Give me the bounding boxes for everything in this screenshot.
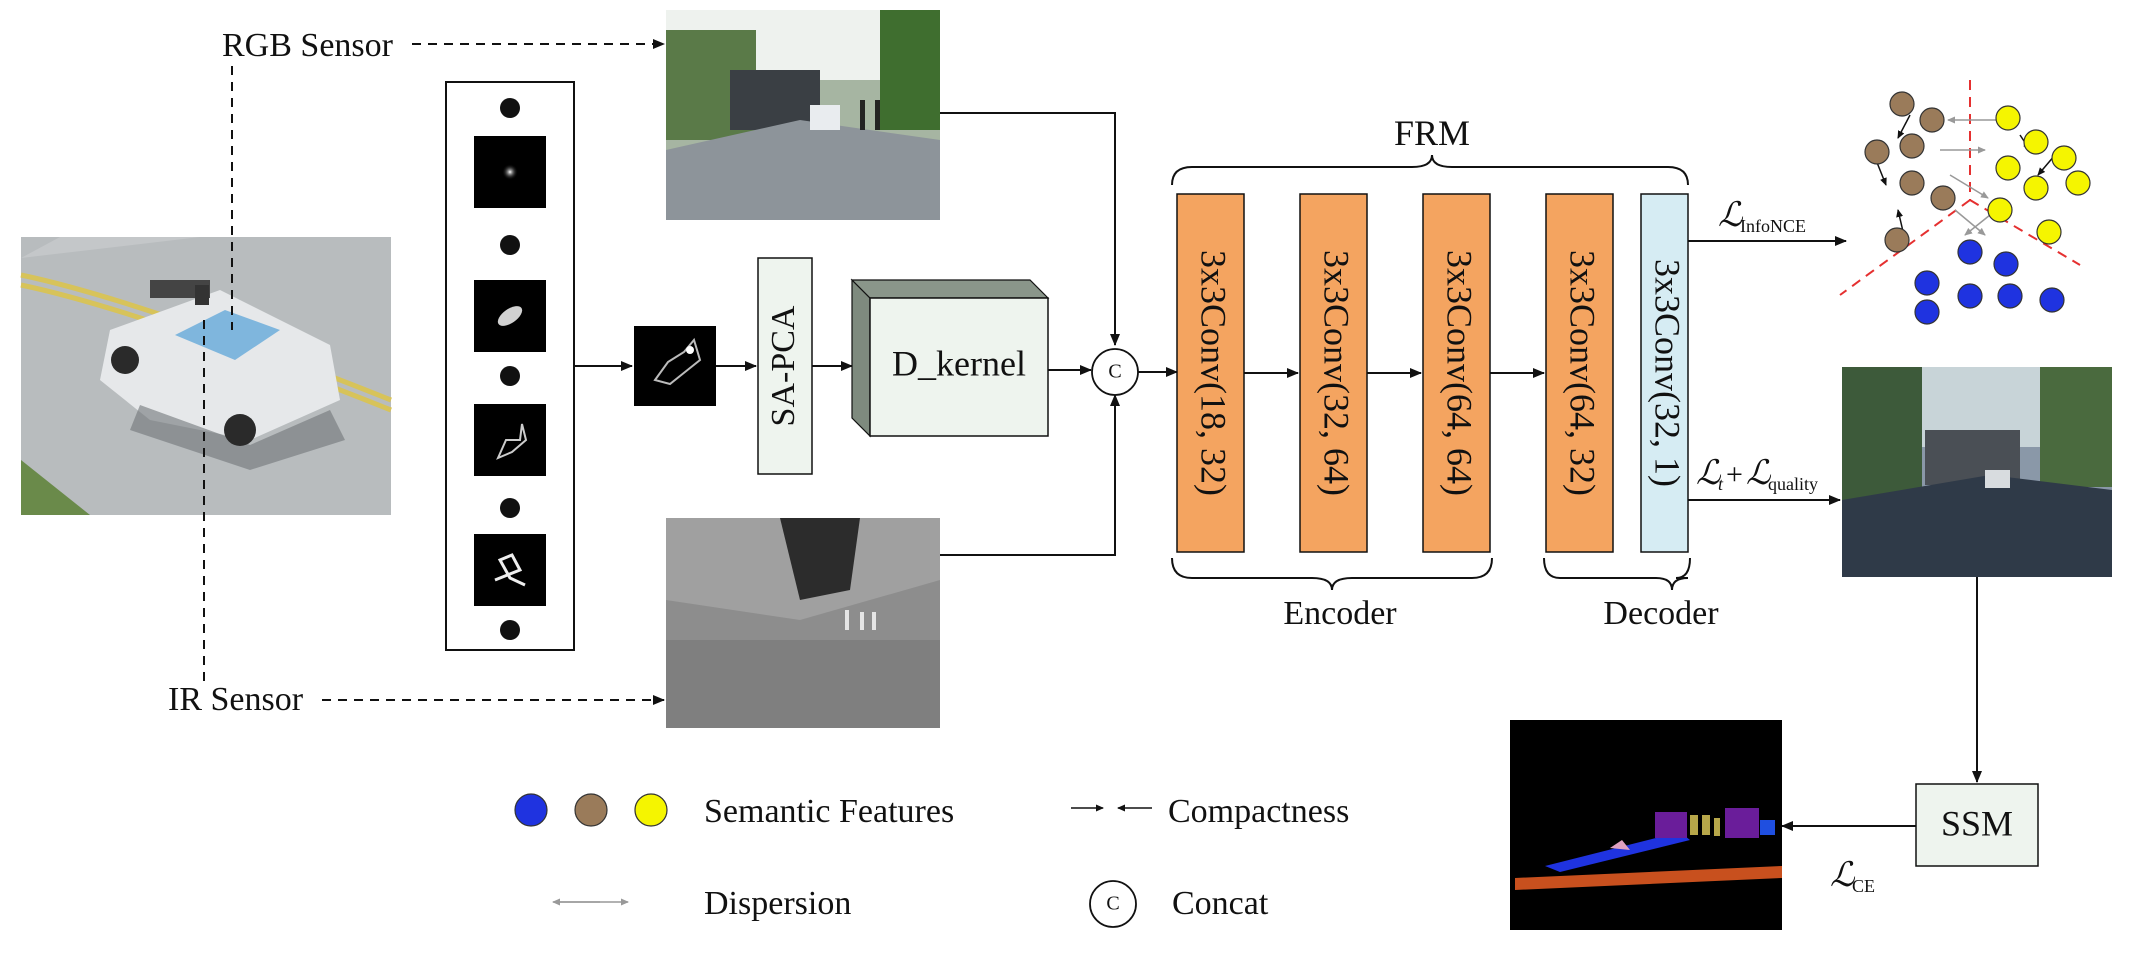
rgb-to-concat-arrow [940,112,1120,346]
rgb-sensor-label: RGB Sensor [222,27,394,64]
frm-block-3-label: 3x3Conv(64, 64) [1440,250,1480,496]
ir-sensor-label: IR Sensor [168,681,304,718]
encoder-label: Encoder [1283,595,1397,632]
frm-block-4: 3x3Conv(64, 32) [1545,193,1614,553]
legend-dispersion: Dispersion [704,885,851,922]
legend-compactness: Compactness [1168,793,1349,830]
quality-loss-subscript: quality [1768,474,1818,494]
legend-brown-dot [574,793,608,827]
combined-kernel-image [634,326,716,406]
feature-cluster [1839,80,2091,325]
ir-to-concat-arrow [940,394,1120,556]
frm-block-5: 3x3Conv(32, 1) [1640,193,1689,553]
fused-output-image [1842,367,2112,577]
frm-block-1-label: 3x3Conv(18, 32) [1194,250,1234,496]
ssm-block [1915,783,2039,867]
infonce-loss-symbol: ℒ [1718,197,1744,234]
frm-brace [1171,154,1689,186]
frm-label: FRM [1394,113,1470,153]
legend-blue-dot [514,793,548,827]
ir-image [666,518,940,728]
infonce-loss-subscript: InfoNCE [1740,216,1806,236]
frm-block-5-label: 3x3Conv(32, 1) [1648,259,1688,487]
concat-node-symbol: C [1108,361,1121,383]
rgb-image [666,10,940,220]
legend-concat-icon [1089,880,1137,928]
ssm-label: SSM [1941,803,2013,843]
sa-pca-block [757,257,813,475]
frm-block-2: 3x3Conv(32, 64) [1299,193,1368,553]
frm-block-3: 3x3Conv(64, 64) [1422,193,1491,553]
car-image [20,237,392,515]
lt-loss-subscript: t [1718,474,1724,494]
ce-loss-symbol: ℒ [1830,857,1856,894]
kernel-column [445,81,575,651]
sa-pca-label: SA-PCA [765,305,802,426]
encoder-brace [1171,557,1493,591]
legend: Semantic Features Compactness Dispersion… [514,793,1349,928]
legend-concat-symbol: C [1106,893,1119,915]
frm-block-4-label: 3x3Conv(64, 32) [1563,250,1603,496]
ce-loss-subscript: CE [1852,876,1875,896]
legend-concat: Concat [1172,885,1269,922]
loss-plus-sign: + [1726,458,1743,491]
legend-yellow-dot [634,793,668,827]
frm-block-2-label: 3x3Conv(32, 64) [1317,250,1357,496]
d-kernel-label: D_kernel [892,343,1026,383]
legend-semantic-features: Semantic Features [704,793,954,830]
lt-loss-symbol: ℒ [1696,455,1722,492]
decoder-brace [1543,557,1691,591]
decoder-label: Decoder [1603,595,1719,632]
segmentation-image [1510,720,1782,930]
quality-loss-symbol: ℒ [1746,455,1772,492]
frm-block-1: 3x3Conv(18, 32) [1176,193,1245,553]
d-kernel-block [850,278,1050,438]
